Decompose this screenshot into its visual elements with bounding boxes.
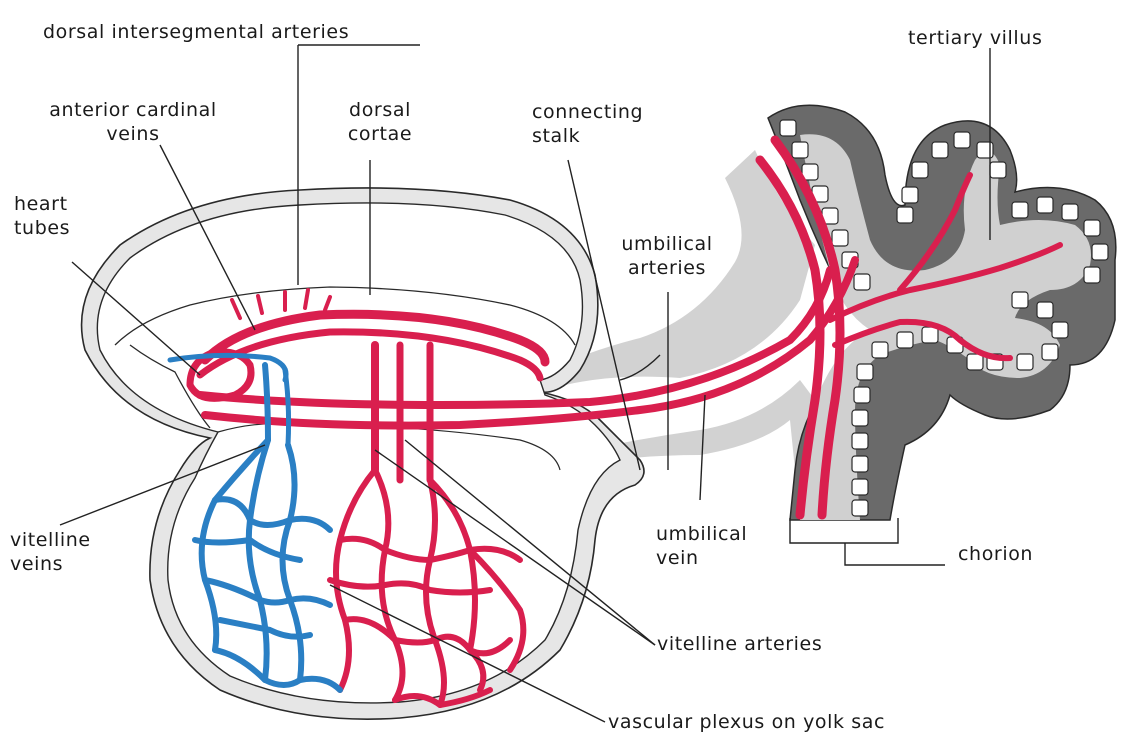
vitelline-vein-trunk-1	[265, 365, 268, 440]
label-umbilical-arteries-line1: umbilical	[612, 232, 722, 256]
trophoblast-cell	[1037, 302, 1053, 318]
label-connecting-stalk-line2: stalk	[532, 124, 643, 148]
trophoblast-cell	[832, 230, 848, 246]
label-dorsal-intersegmental-arteries: dorsal intersegmental arteries	[43, 20, 349, 44]
trophoblast-cell	[1042, 344, 1058, 360]
label-umbilical-arteries-line2: arteries	[612, 256, 722, 280]
trophoblast-cell	[852, 433, 868, 449]
label-umbilical-vein-line2: vein	[656, 546, 747, 570]
label-umbilical-vein-line1: umbilical	[656, 522, 747, 546]
trophoblast-cell	[990, 162, 1006, 178]
trophoblast-cell	[897, 332, 913, 348]
label-heart-tubes: heart tubes	[14, 192, 70, 240]
label-dorsal-aortae-line1: dorsal	[335, 98, 425, 122]
label-vitelline-arteries: vitelline arteries	[657, 632, 822, 656]
trophoblast-cell	[902, 187, 918, 203]
trophoblast-cell	[1084, 220, 1100, 236]
trophoblast-cell	[912, 162, 928, 178]
label-vascular-plexus-on-yolk-sac: vascular plexus on yolk sac	[608, 710, 885, 734]
label-anterior-cardinal-veins: anterior cardinal veins	[28, 98, 238, 146]
trophoblast-cell	[852, 410, 868, 426]
label-dorsal-aortae-line2: cortae	[335, 122, 425, 146]
label-chorion: chorion	[958, 542, 1033, 566]
trophoblast-cell	[897, 207, 913, 223]
label-anterior-cardinal-veins-line1: anterior cardinal	[28, 98, 238, 122]
trophoblast-cell	[872, 342, 888, 358]
label-tertiary-villus: tertiary villus	[908, 26, 1042, 50]
label-dorsal-aortae: dorsal cortae	[335, 98, 425, 146]
trophoblast-cell	[967, 354, 983, 370]
trophoblast-cell	[1092, 244, 1108, 260]
label-heart-tubes-line1: heart	[14, 192, 70, 216]
trophoblast-cell	[1084, 267, 1100, 283]
trophoblast-cell	[1017, 354, 1033, 370]
trophoblast-cell	[932, 142, 948, 158]
label-umbilical-vein: umbilical vein	[656, 522, 747, 570]
trophoblast-cell	[780, 120, 796, 136]
trophoblast-cell	[1062, 204, 1078, 220]
trophoblast-cell	[1012, 202, 1028, 218]
trophoblast-cell	[922, 327, 938, 343]
trophoblast-cell	[854, 387, 870, 403]
label-heart-tubes-line2: tubes	[14, 216, 70, 240]
label-connecting-stalk-line1: connecting	[532, 100, 643, 124]
trophoblast-cell	[852, 500, 868, 516]
trophoblast-cell	[1012, 292, 1028, 308]
label-vitelline-veins-line2: veins	[10, 552, 91, 576]
trophoblast-cell	[1037, 197, 1053, 213]
trophoblast-cell	[852, 479, 868, 495]
trophoblast-cell	[792, 142, 808, 158]
trophoblast-cell	[854, 274, 870, 290]
trophoblast-cell	[1052, 322, 1068, 338]
trophoblast-cell	[852, 456, 868, 472]
trophoblast-cell	[857, 364, 873, 380]
label-vitelline-veins-line1: vitelline	[10, 528, 91, 552]
label-umbilical-arteries: umbilical arteries	[612, 232, 722, 280]
label-vitelline-veins: vitelline veins	[10, 528, 91, 576]
label-connecting-stalk: connecting stalk	[532, 100, 643, 148]
trophoblast-cell	[954, 132, 970, 148]
label-anterior-cardinal-veins-line2: veins	[28, 122, 238, 146]
